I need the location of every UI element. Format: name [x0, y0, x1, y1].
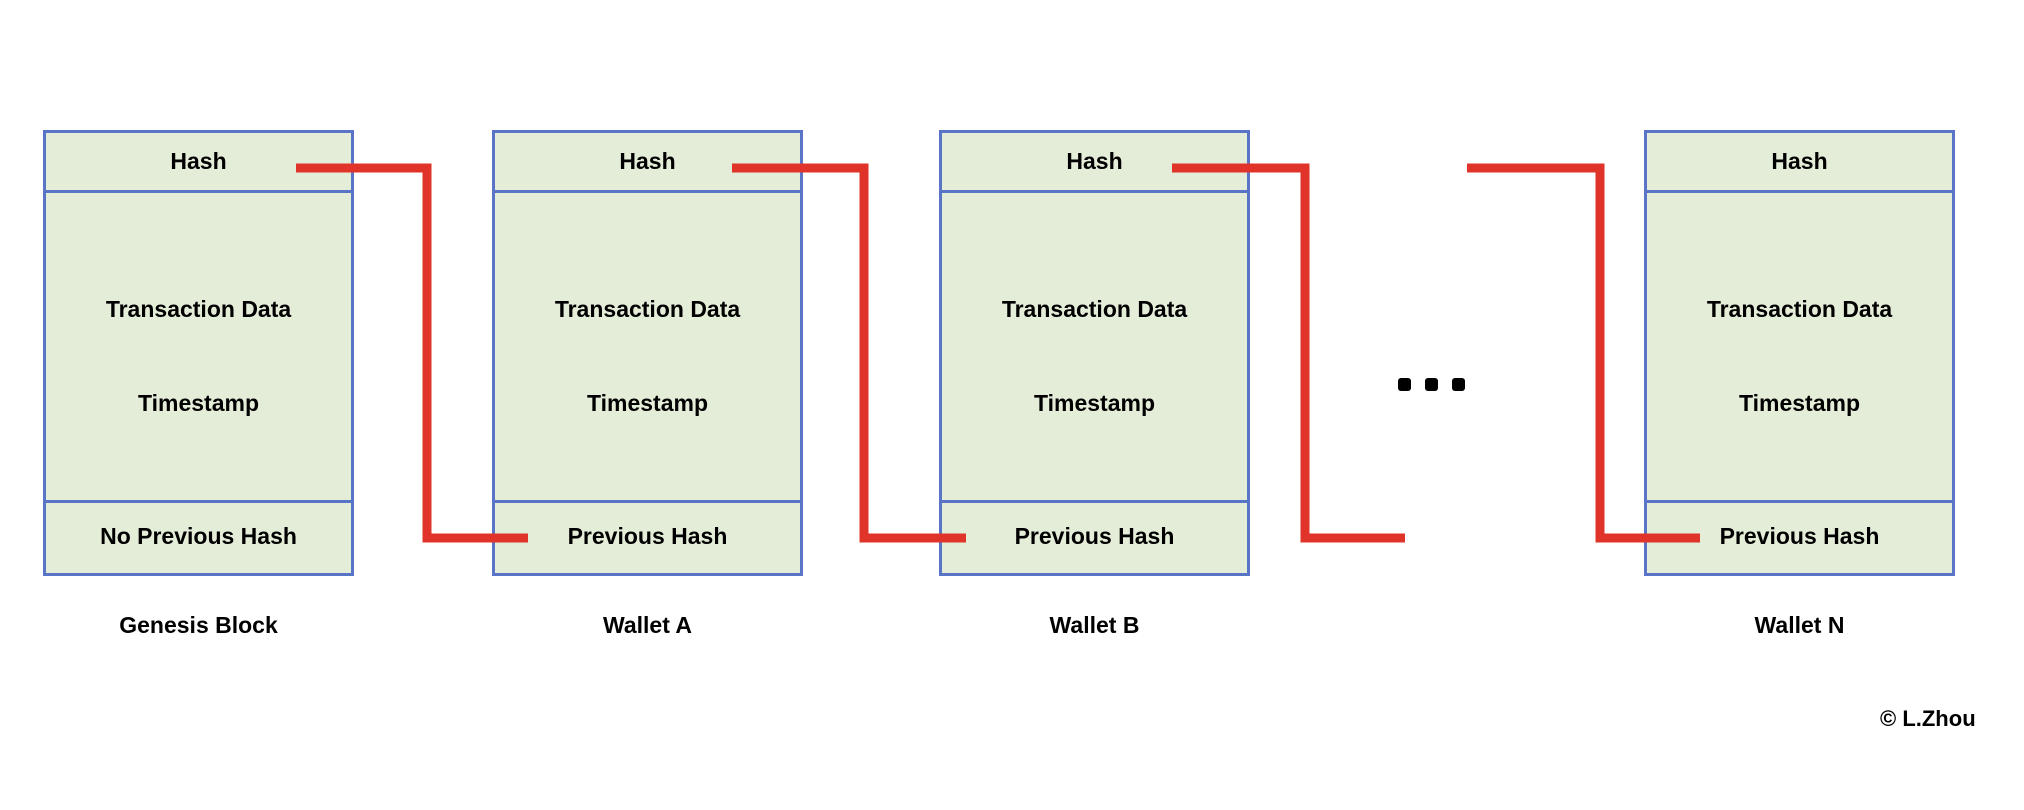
data-cell: Transaction Data Timestamp — [1647, 193, 1952, 503]
previous-hash-label: No Previous Hash — [100, 523, 297, 549]
hash-label: Hash — [170, 148, 227, 174]
wallet-n-block: Hash Transaction Data Timestamp Previous… — [1644, 130, 1955, 576]
block-caption-wallet-n: Wallet N — [1754, 612, 1845, 638]
hash-cell: Hash — [1647, 133, 1952, 193]
transaction-data-label: Transaction Data — [554, 296, 741, 322]
hash-cell: Hash — [495, 133, 800, 193]
previous-hash-label: Previous Hash — [567, 523, 728, 549]
copyright-notice: © L.Zhou — [1880, 706, 1976, 731]
timestamp-label: Timestamp — [137, 390, 259, 416]
hash-label: Hash — [619, 148, 676, 174]
block-caption-wallet-a: Wallet A — [602, 612, 693, 638]
data-cell: Transaction Data Timestamp — [495, 193, 800, 503]
previous-hash-cell: No Previous Hash — [46, 503, 351, 573]
hash-label: Hash — [1066, 148, 1123, 174]
hash-cell: Hash — [942, 133, 1247, 193]
block-caption-wallet-b: Wallet B — [1049, 612, 1140, 638]
ellipsis-dot — [1425, 378, 1438, 391]
transaction-data-label: Transaction Data — [1706, 296, 1893, 322]
wallet-b-block: Hash Transaction Data Timestamp Previous… — [939, 130, 1250, 576]
ellipsis-dot — [1452, 378, 1465, 391]
transaction-data-label: Transaction Data — [1001, 296, 1188, 322]
previous-hash-cell: Previous Hash — [1647, 503, 1952, 573]
previous-hash-cell: Previous Hash — [942, 503, 1247, 573]
chain-continuation-ellipsis — [1390, 360, 1500, 400]
genesis-block: Hash Transaction Data Timestamp No Previ… — [43, 130, 354, 576]
hash-cell: Hash — [46, 133, 351, 193]
ellipsis-dot — [1398, 378, 1411, 391]
data-cell: Transaction Data Timestamp — [46, 193, 351, 503]
timestamp-label: Timestamp — [1738, 390, 1860, 416]
hash-label: Hash — [1771, 148, 1828, 174]
previous-hash-label: Previous Hash — [1014, 523, 1175, 549]
wallet-a-block: Hash Transaction Data Timestamp Previous… — [492, 130, 803, 576]
transaction-data-label: Transaction Data — [105, 296, 292, 322]
data-cell: Transaction Data Timestamp — [942, 193, 1247, 503]
previous-hash-label: Previous Hash — [1719, 523, 1880, 549]
timestamp-label: Timestamp — [586, 390, 708, 416]
block-caption-genesis: Genesis Block — [119, 612, 278, 638]
previous-hash-cell: Previous Hash — [495, 503, 800, 573]
timestamp-label: Timestamp — [1033, 390, 1155, 416]
